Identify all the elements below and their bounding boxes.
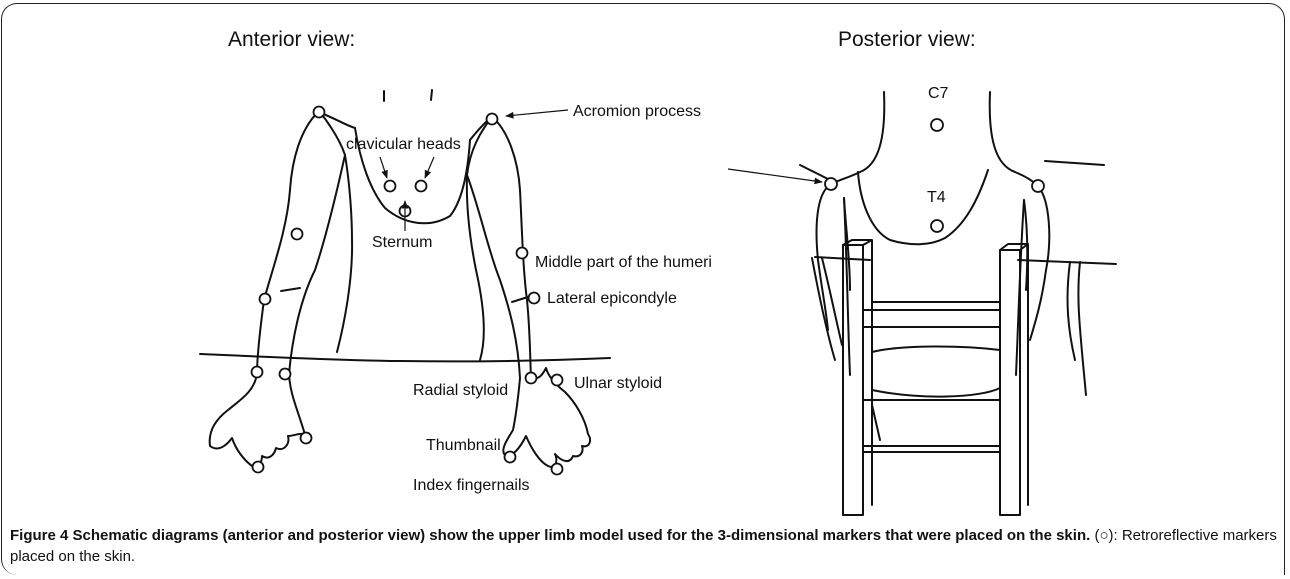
- anterior-view-title: Anterior view:: [228, 28, 355, 51]
- diagram-canvas: Anterior view:: [0, 0, 1290, 522]
- posterior-table-edge-right: [1018, 260, 1116, 264]
- marker-c7: [931, 119, 943, 131]
- posterior-view-title: Posterior view:: [838, 28, 976, 51]
- chair-top-rail: [863, 302, 1000, 327]
- posterior-table-top-right: [1045, 161, 1104, 165]
- label-thumbnail: Thumbnail: [426, 437, 501, 454]
- marker-acromion-left: [314, 107, 325, 118]
- marker-humeri-right: [517, 248, 528, 259]
- marker-thumbnail-left: [301, 433, 312, 444]
- chair-post-right-top: [1000, 244, 1028, 505]
- chair-post-right: [1000, 250, 1020, 515]
- label-ulnar: Ulnar styloid: [574, 375, 662, 392]
- posterior-view: Posterior view: C7 T4: [728, 28, 1116, 515]
- marker-radial-left: [252, 367, 263, 378]
- anterior-left-hand: [210, 374, 306, 467]
- marker-acromion-posterior-right: [1032, 180, 1044, 192]
- marker-index-right: [552, 464, 563, 475]
- chair-seat: [872, 346, 1000, 396]
- arrow-clavicular-left: [380, 157, 387, 178]
- caption-figure-number: Figure 4: [10, 527, 68, 544]
- figure-caption: Figure 4 Schematic diagrams (anterior an…: [10, 525, 1280, 567]
- label-sternum: Sternum: [372, 234, 432, 251]
- label-radial: Radial styloid: [413, 382, 508, 399]
- posterior-neck-shoulders: [832, 92, 1038, 186]
- anterior-left-elbow-crease: [281, 288, 300, 291]
- caption-symbol: (○):: [1094, 527, 1117, 544]
- label-c7: C7: [928, 85, 949, 102]
- label-acromion: Acromion process: [573, 103, 701, 120]
- arrow-acromion-anterior: [506, 110, 568, 116]
- marker-clavicular-right: [416, 181, 427, 192]
- caption-bold-text: Schematic diagrams (anterior and posteri…: [73, 527, 1091, 544]
- label-humeri: Middle part of the humeri: [535, 254, 712, 271]
- marker-ulnar-left: [280, 369, 291, 380]
- marker-clavicular-left: [385, 181, 396, 192]
- neck-line-right: [431, 90, 432, 100]
- anterior-left-arm: [257, 112, 345, 374]
- marker-thumbnail-right: [505, 452, 516, 463]
- label-epicondyle: Lateral epicondyle: [547, 290, 677, 307]
- label-t4: T4: [927, 189, 946, 206]
- posterior-back-outline: [858, 170, 988, 244]
- marker-acromion-posterior-left: [825, 178, 837, 190]
- arrow-acromion-posterior: [728, 169, 822, 182]
- marker-epicondyle-right: [529, 293, 540, 304]
- posterior-table-top-left: [800, 165, 830, 180]
- anterior-view: Anterior view:: [200, 28, 712, 494]
- chair-lower-rails: [863, 400, 1000, 452]
- marker-humeri-left: [292, 229, 303, 240]
- marker-acromion-right: [487, 114, 498, 125]
- label-clavicular-heads: clavicular heads: [346, 136, 461, 153]
- arrow-clavicular-right: [425, 157, 434, 178]
- label-index: Index fingernails: [413, 477, 530, 494]
- marker-ulnar-right: [552, 375, 563, 386]
- marker-index-left: [253, 462, 264, 473]
- marker-radial-right: [526, 373, 537, 384]
- marker-epicondyle-left: [260, 294, 271, 305]
- chair-post-left: [843, 245, 863, 515]
- marker-t4: [931, 220, 943, 232]
- anterior-table-edge: [200, 354, 610, 361]
